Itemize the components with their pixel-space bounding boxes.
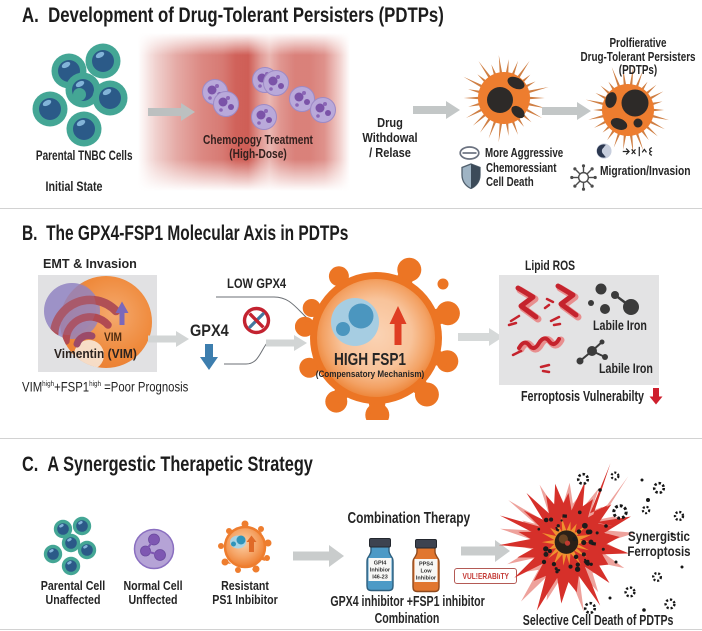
svg-text:Low: Low xyxy=(421,569,433,575)
svg-text:PPS4: PPS4 xyxy=(419,562,434,568)
svg-text:I46-23: I46-23 xyxy=(372,575,388,581)
svg-text:Inhibior: Inhibior xyxy=(416,576,437,582)
svg-text:Inhibior: Inhibior xyxy=(370,568,391,574)
svg-text:GPI4: GPI4 xyxy=(374,561,387,567)
